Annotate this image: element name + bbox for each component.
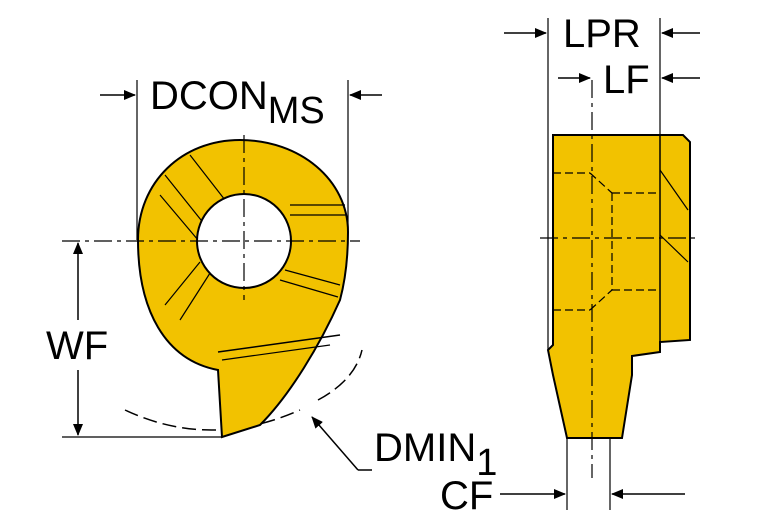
wf-label: WF: [44, 324, 111, 368]
cf-label: CF: [440, 476, 493, 516]
lpr-label: LPR: [563, 14, 641, 54]
cf-text: CF: [440, 474, 494, 518]
dcon-subscript: MS: [267, 90, 325, 132]
insert-front-view: [62, 80, 382, 471]
dmin-text: DMIN: [374, 426, 477, 470]
lf-label: LF: [603, 60, 650, 100]
dmin-label: DMIN1: [374, 426, 497, 482]
lpr-text: LPR: [563, 12, 641, 56]
insert-side-view: [500, 18, 700, 510]
wf-text: WF: [46, 324, 109, 368]
dcon-label: DCONMS: [150, 74, 325, 130]
dmin-subscript: 1: [476, 442, 498, 484]
lf-text: LF: [603, 58, 650, 102]
dcon-text: DCON: [150, 74, 268, 118]
